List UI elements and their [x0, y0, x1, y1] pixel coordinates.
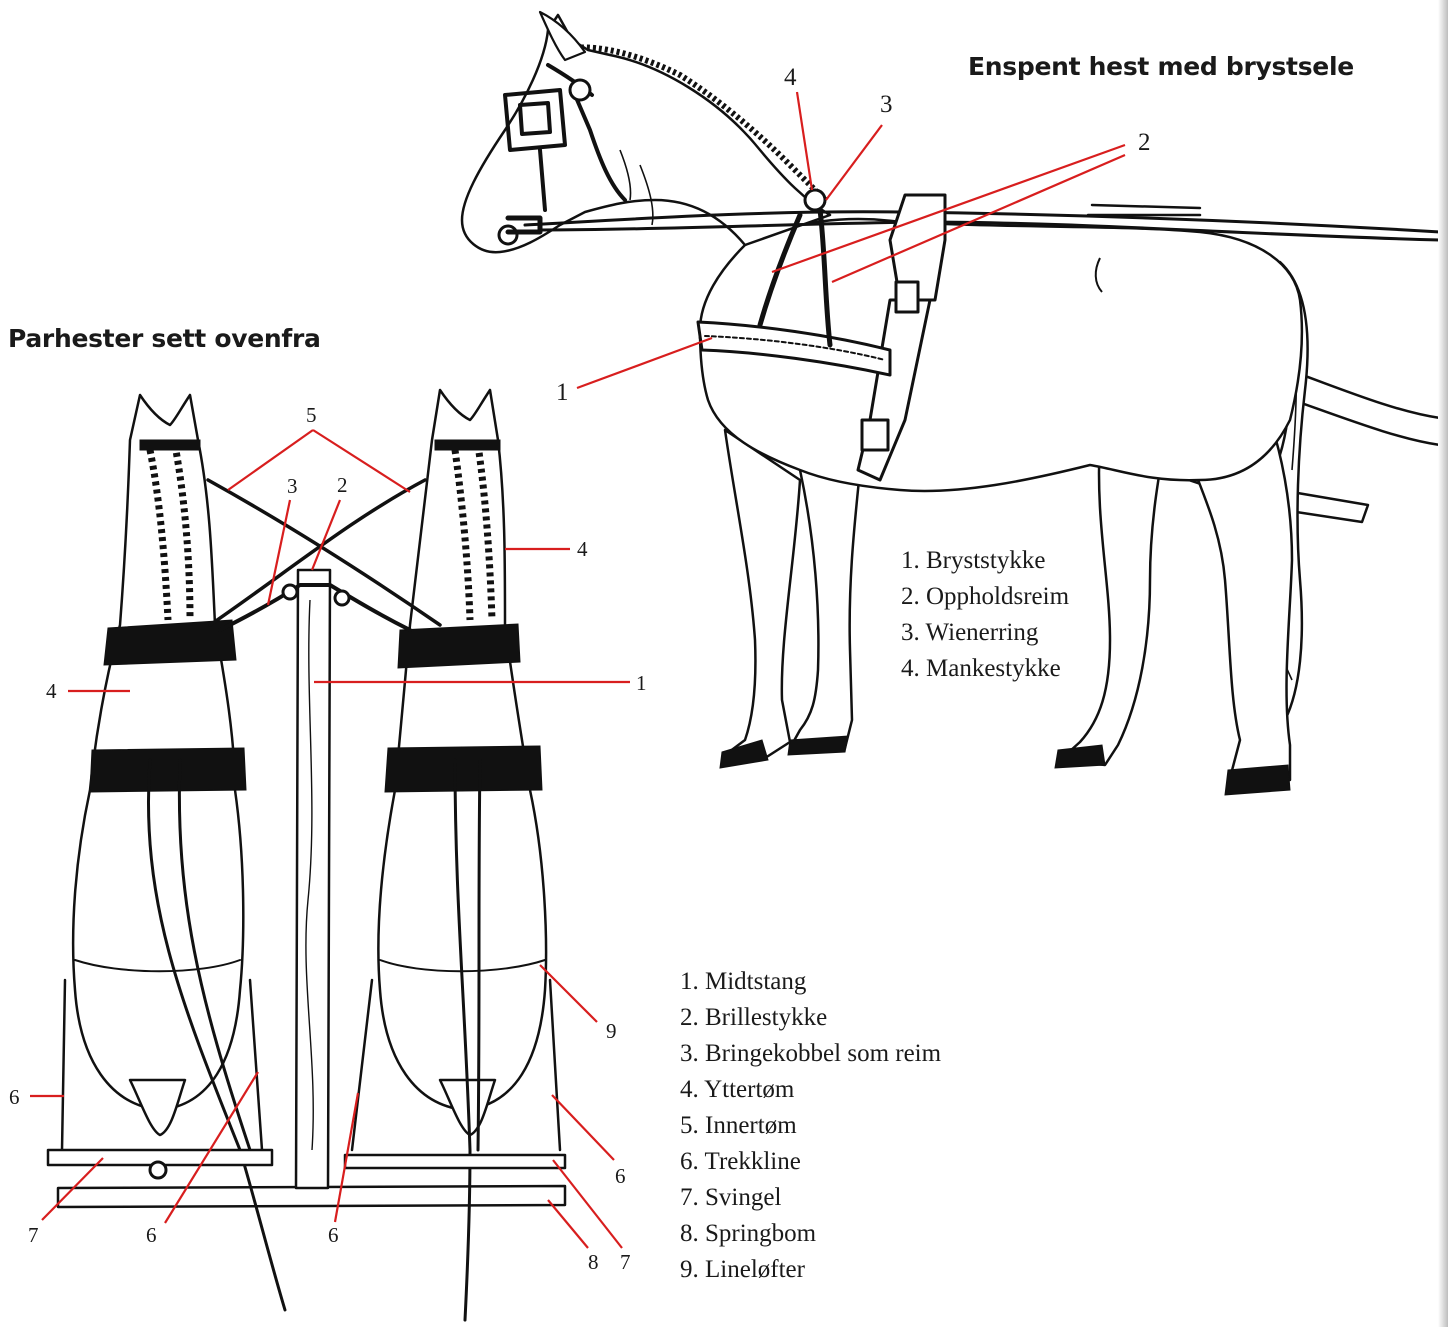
- leader-1-bryststykke: [577, 338, 712, 388]
- pair-horses-heading: Parhester sett ovenfra: [8, 324, 321, 353]
- legend-item: 9. Lineløfter: [680, 1252, 941, 1288]
- callout-3: 3: [287, 474, 298, 498]
- callout-2: 2: [1138, 129, 1151, 156]
- callout-7-left: 7: [28, 1223, 39, 1247]
- legend-item: 4. Mankestykke: [901, 651, 1069, 687]
- callout-2: 2: [337, 473, 348, 497]
- legend-item: 7. Svingel: [680, 1180, 941, 1216]
- page-edge-shadow: [1438, 0, 1448, 1327]
- legend-item: 1. Bryststykke: [901, 543, 1069, 579]
- leader-5a-innertom: [228, 430, 313, 490]
- legend-item: 1. Midtstang: [680, 964, 941, 1000]
- callout-4-left: 4: [46, 679, 57, 703]
- callout-6-right: 6: [615, 1164, 626, 1188]
- callout-4: 4: [784, 64, 797, 91]
- leader-9-linelofter: [540, 965, 597, 1022]
- callout-6-left: 6: [9, 1085, 20, 1109]
- leader-6-trekkline-right: [552, 1095, 614, 1160]
- single-horse-heading: Enspent hest med brystsele: [968, 52, 1354, 81]
- legend-item: 6. Trekkline: [680, 1144, 941, 1180]
- legend-item: 5. Innertøm: [680, 1108, 941, 1144]
- callout-6-center: 6: [328, 1223, 339, 1247]
- legend-item: 4. Yttertøm: [680, 1072, 941, 1108]
- pair-horses-illustration: [48, 390, 565, 1320]
- legend-item: 8. Springbom: [680, 1216, 941, 1252]
- callout-7-right: 7: [620, 1250, 631, 1274]
- callout-9: 9: [606, 1019, 617, 1043]
- single-horse-legend: 1. Bryststykke 2. Oppholdsreim 3. Wiener…: [901, 543, 1069, 687]
- legend-item: 2. Oppholdsreim: [901, 579, 1069, 615]
- leader-8-springbom: [548, 1200, 588, 1248]
- callout-5: 5: [306, 403, 317, 427]
- callout-8: 8: [588, 1250, 599, 1274]
- legend-item: 2. Brillestykke: [680, 1000, 941, 1036]
- callout-6-mid: 6: [146, 1223, 157, 1247]
- right-horse: [345, 390, 565, 1320]
- left-horse: [48, 395, 285, 1310]
- callout-1: 1: [636, 671, 647, 695]
- callout-1: 1: [556, 379, 569, 406]
- legend-item: 3. Wienerring: [901, 615, 1069, 651]
- callout-3: 3: [880, 91, 893, 118]
- legend-item: 3. Bringekobbel som reim: [680, 1036, 941, 1072]
- leader-5b-innertom: [313, 430, 410, 492]
- callout-4-right: 4: [577, 537, 588, 561]
- pair-horses-legend: 1. Midtstang 2. Brillestykke 3. Bringeko…: [680, 964, 941, 1288]
- leader-3-wienerring: [826, 125, 882, 200]
